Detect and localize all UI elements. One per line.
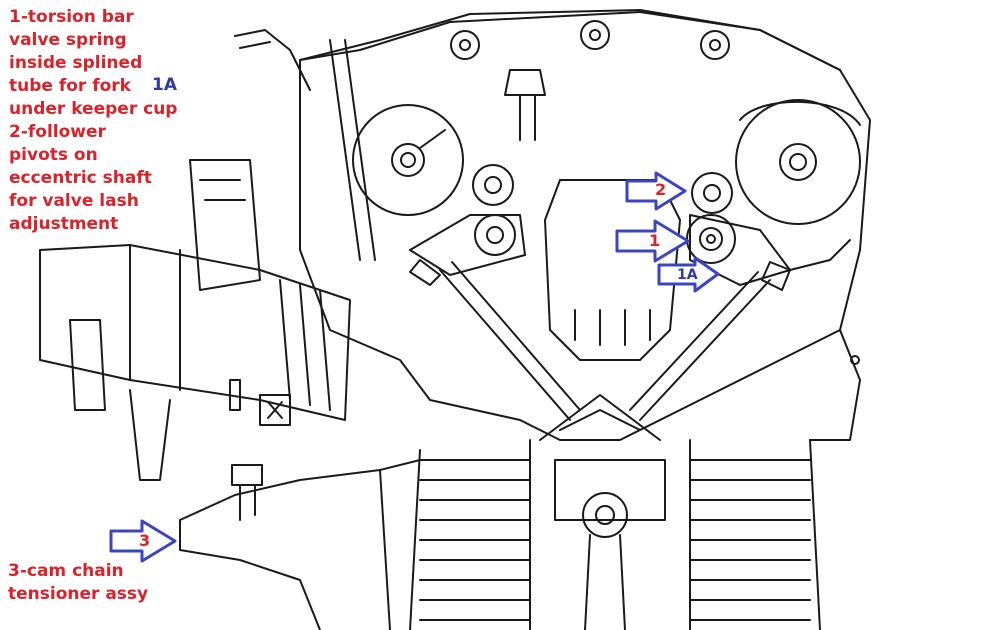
arrow-label-1a: 1A: [677, 267, 698, 283]
right-camshaft: [735, 99, 861, 225]
intake-tube: [234, 29, 311, 91]
callout-arrow-1a: [657, 256, 720, 293]
note-cam-chain-tensioner: 3-cam chain tensioner assy: [8, 561, 149, 604]
note-tag-1a: 1A: [152, 75, 177, 95]
callout-arrow-3: [109, 519, 177, 563]
callout-arrow-2: [625, 171, 687, 211]
cam-chain-tensioner: [179, 469, 391, 630]
cylinder-barrel: [529, 439, 691, 630]
arrow-label-2: 2: [655, 180, 667, 199]
right-valve-stem: [639, 279, 771, 421]
right-eccentric-shaft: [691, 172, 733, 214]
left-valve-stem: [439, 269, 571, 421]
carburetor: [39, 244, 351, 421]
left-follower-pivot-lower: [474, 214, 516, 256]
note-torsion-bar: 1-torsion bar valve spring inside spline…: [9, 7, 178, 119]
left-camshaft: [352, 104, 464, 216]
arrow-label-3: 3: [139, 531, 151, 550]
head-outline: [299, 9, 871, 441]
callout-arrow-1: [615, 219, 690, 263]
note-follower-pivots: 2-follower pivots on eccentric shaft for…: [9, 122, 152, 234]
piston: [554, 459, 666, 521]
cam-cover: [359, 11, 841, 71]
left-follower-pivot-upper: [472, 164, 514, 206]
arrow-label-1: 1: [649, 231, 661, 250]
